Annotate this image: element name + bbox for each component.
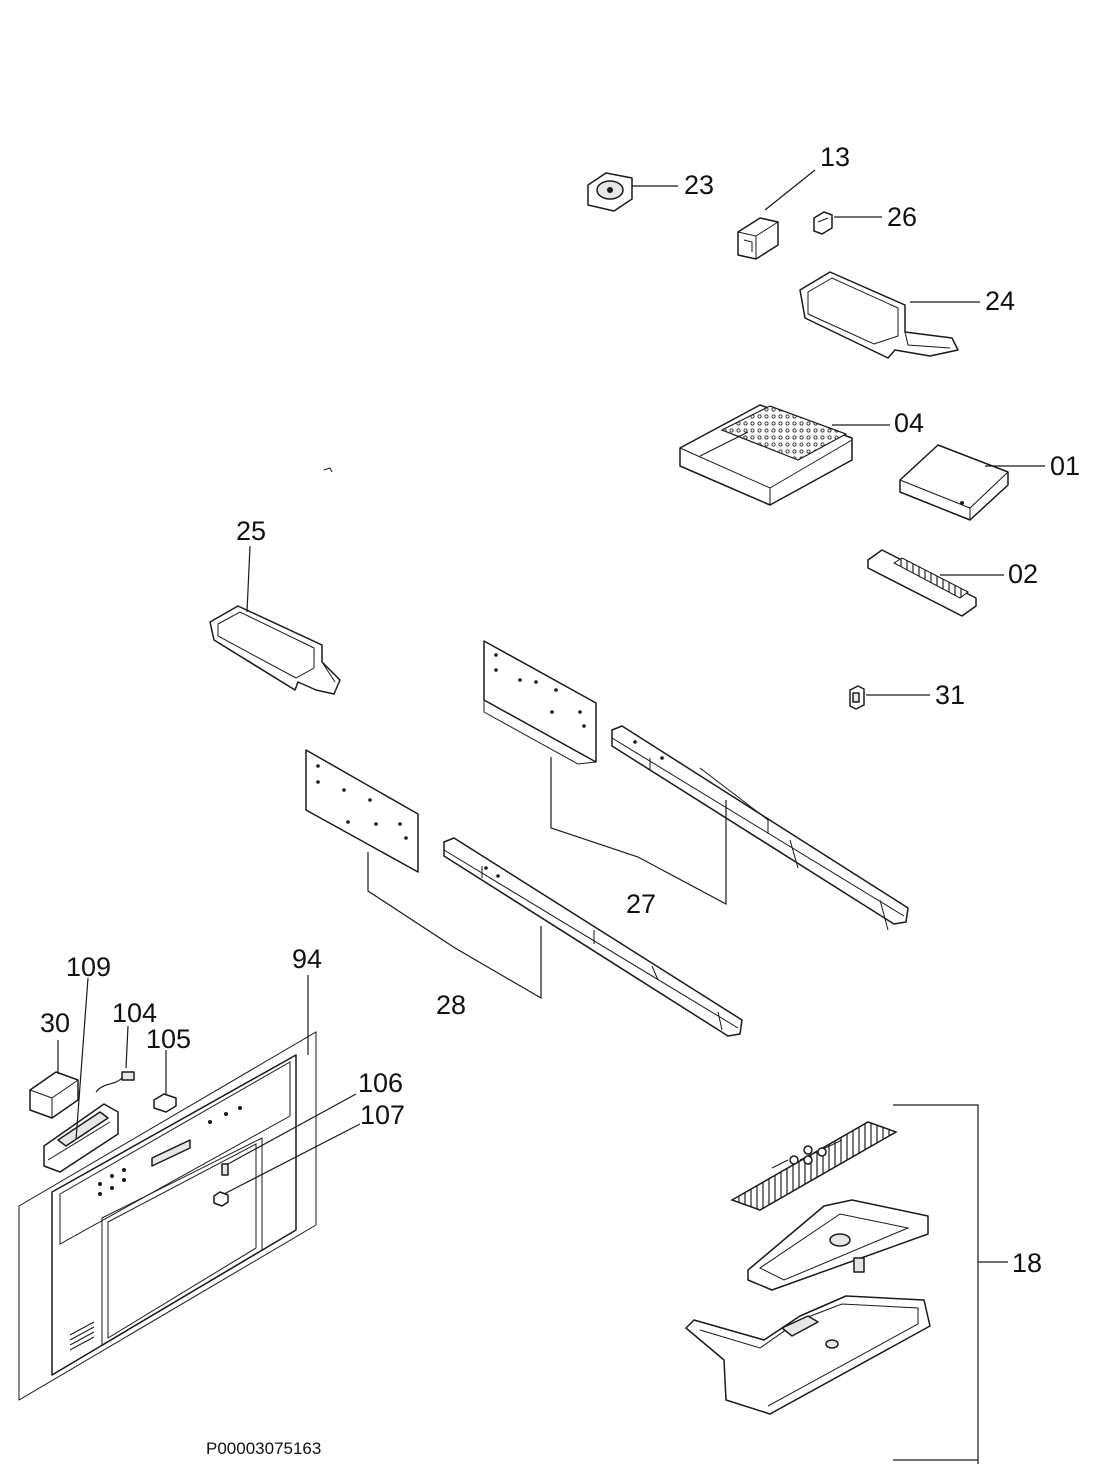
label-106: 106 (358, 1068, 403, 1098)
part-105-switch[interactable]: 105 (146, 1024, 191, 1113)
stray-mark (323, 467, 333, 473)
label-04: 04 (894, 408, 924, 438)
part-26-clip[interactable]: 26 (813, 202, 917, 235)
part-107-knob[interactable]: 107 (213, 1100, 405, 1207)
part-25-tray[interactable]: 25 (209, 516, 341, 695)
part-109-control-board[interactable]: 109 (43, 952, 119, 1173)
label-18: 18 (1012, 1248, 1042, 1278)
part-28-mount-and-rail[interactable]: 28 (305, 749, 743, 1037)
label-27: 27 (626, 889, 656, 919)
part-24-tray[interactable]: 24 (799, 271, 1015, 359)
part-30-module[interactable]: 30 (29, 1008, 79, 1119)
part-104-cable[interactable]: 104 (95, 998, 157, 1093)
label-26: 26 (887, 202, 917, 232)
part-23-fan[interactable]: 23 (587, 170, 714, 212)
part-18-drip-tray-assembly[interactable]: 18 (685, 1104, 1042, 1464)
part-01-panel[interactable]: 01 (899, 444, 1080, 521)
label-107: 107 (360, 1100, 405, 1130)
label-28: 28 (436, 990, 466, 1020)
label-25: 25 (236, 516, 266, 546)
label-94: 94 (292, 944, 322, 974)
part-31-switch[interactable]: 31 (849, 680, 965, 710)
part-04-top-cover[interactable]: 04 (679, 404, 924, 506)
label-105: 105 (146, 1024, 191, 1054)
label-23: 23 (684, 170, 714, 200)
label-104: 104 (112, 998, 157, 1028)
label-31: 31 (935, 680, 965, 710)
part-02-vent-grille[interactable]: 02 (867, 549, 1038, 617)
drawing-code: P00003075163 (206, 1439, 321, 1458)
label-01: 01 (1050, 451, 1080, 481)
part-106-knob[interactable]: 106 (221, 1068, 403, 1176)
label-02: 02 (1008, 559, 1038, 589)
label-24: 24 (985, 286, 1015, 316)
label-13: 13 (820, 142, 850, 172)
part-27-mount-and-rail[interactable]: 27 (483, 640, 909, 931)
label-30: 30 (40, 1008, 70, 1038)
label-109: 109 (66, 952, 111, 982)
part-94-front-panel[interactable]: 94 (18, 944, 322, 1401)
part-13-connector-block[interactable]: 13 (737, 142, 850, 260)
